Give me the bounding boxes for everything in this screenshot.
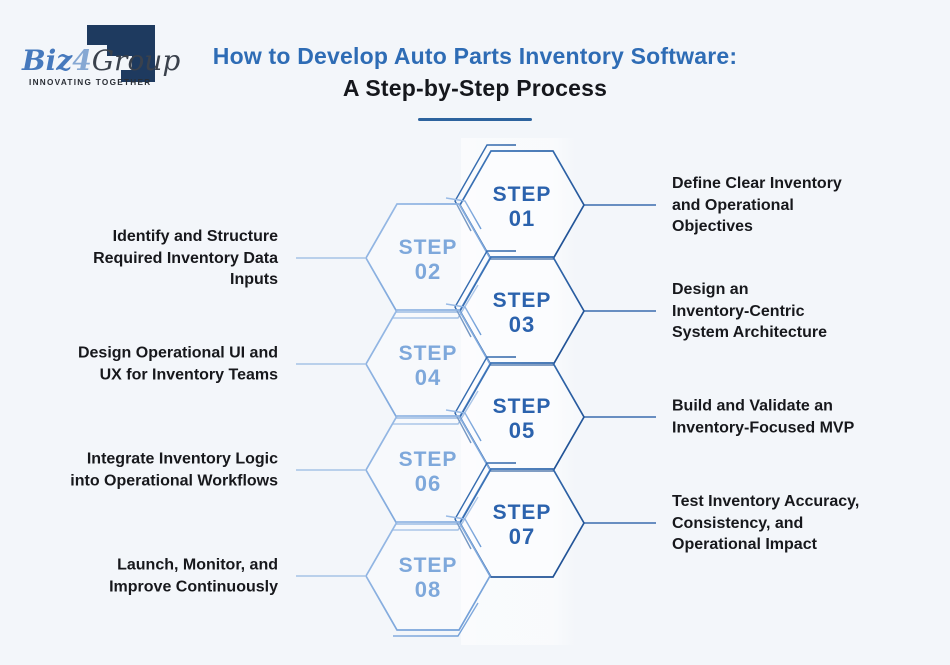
page-title: How to Develop Auto Parts Inventory Soft… bbox=[212, 43, 738, 69]
step-01-word: STEP bbox=[493, 183, 552, 206]
step-02-word: STEP bbox=[399, 236, 458, 259]
logo-word-biz: Biz bbox=[21, 44, 73, 77]
hexagon-step-02: STEP 02 bbox=[296, 197, 491, 319]
step-description-07: Test Inventory Accuracy, Consistency, an… bbox=[672, 492, 860, 553]
hexagon-step-03: STEP 03 bbox=[454, 250, 656, 366]
step-02-number: 02 bbox=[415, 259, 441, 284]
hexagon-echo-line bbox=[454, 250, 516, 338]
step-08-word: STEP bbox=[399, 554, 458, 577]
step-03-word: STEP bbox=[493, 289, 552, 312]
title-underline bbox=[418, 118, 532, 121]
hexagon-step-01: STEP 01 bbox=[454, 144, 656, 260]
hexagon-echo-line bbox=[445, 303, 482, 336]
step-description-06: Integrate Inventory Logic into Operation… bbox=[70, 450, 278, 490]
step-05-number: 05 bbox=[509, 418, 535, 443]
logo-wordmark: Biz4Group bbox=[21, 44, 180, 77]
logo-word-group: Group bbox=[92, 44, 181, 77]
hexagon-step-08: STEP 08 bbox=[296, 515, 491, 637]
step-01-number: 01 bbox=[509, 206, 535, 231]
step-04-number: 04 bbox=[415, 365, 441, 390]
step-description-01: Define Clear Inventory and Operational O… bbox=[672, 174, 842, 235]
hexagon-echo-line bbox=[393, 496, 479, 531]
step-06-number: 06 bbox=[415, 471, 441, 496]
hexagon-echo-line bbox=[454, 462, 516, 550]
hexagon-echo-line bbox=[445, 515, 482, 548]
step-description-05: Build and Validate an Inventory-Focused … bbox=[672, 397, 855, 437]
logo-tagline: INNOVATING TOGETHER bbox=[29, 78, 152, 87]
step-05-word: STEP bbox=[493, 395, 552, 418]
step-description-08: Launch, Monitor, and Improve Continuousl… bbox=[109, 556, 278, 596]
hexagon-echo-line bbox=[393, 284, 479, 319]
logo-word-4: 4 bbox=[72, 44, 91, 77]
step-07-number: 07 bbox=[509, 524, 535, 549]
step-03-number: 03 bbox=[509, 312, 535, 337]
hexagon-echo-line bbox=[454, 356, 516, 444]
hexagon-echo-line bbox=[445, 409, 482, 442]
page-subtitle: A Step-by-Step Process bbox=[342, 75, 608, 101]
hexagon-echo-line bbox=[393, 390, 479, 425]
hexagon-step-05: STEP 05 bbox=[454, 356, 656, 472]
step-06-word: STEP bbox=[399, 448, 458, 471]
logo-bracket-icon bbox=[87, 25, 155, 82]
hexagon-echo-line bbox=[445, 197, 482, 230]
step-08-number: 08 bbox=[415, 577, 441, 602]
step-description-04: Design Operational UI and UX for Invento… bbox=[77, 344, 278, 384]
hexagon-echo-line bbox=[393, 602, 479, 637]
step-04-word: STEP bbox=[399, 342, 458, 365]
hexagon-step-04: STEP 04 bbox=[296, 303, 491, 425]
step-07-word: STEP bbox=[493, 501, 552, 524]
hexagon-step-07: STEP 07 bbox=[454, 462, 656, 578]
step-description-03: Design an Inventory-Centric System Archi… bbox=[672, 280, 828, 341]
step-description-02: Identify and Structure Required Inventor… bbox=[93, 227, 278, 288]
hexagon-step-06: STEP 06 bbox=[296, 409, 491, 531]
hexagon-echo-line bbox=[454, 144, 516, 232]
biz4group-logo: Biz4Group INNOVATING TOGETHER bbox=[21, 25, 180, 87]
